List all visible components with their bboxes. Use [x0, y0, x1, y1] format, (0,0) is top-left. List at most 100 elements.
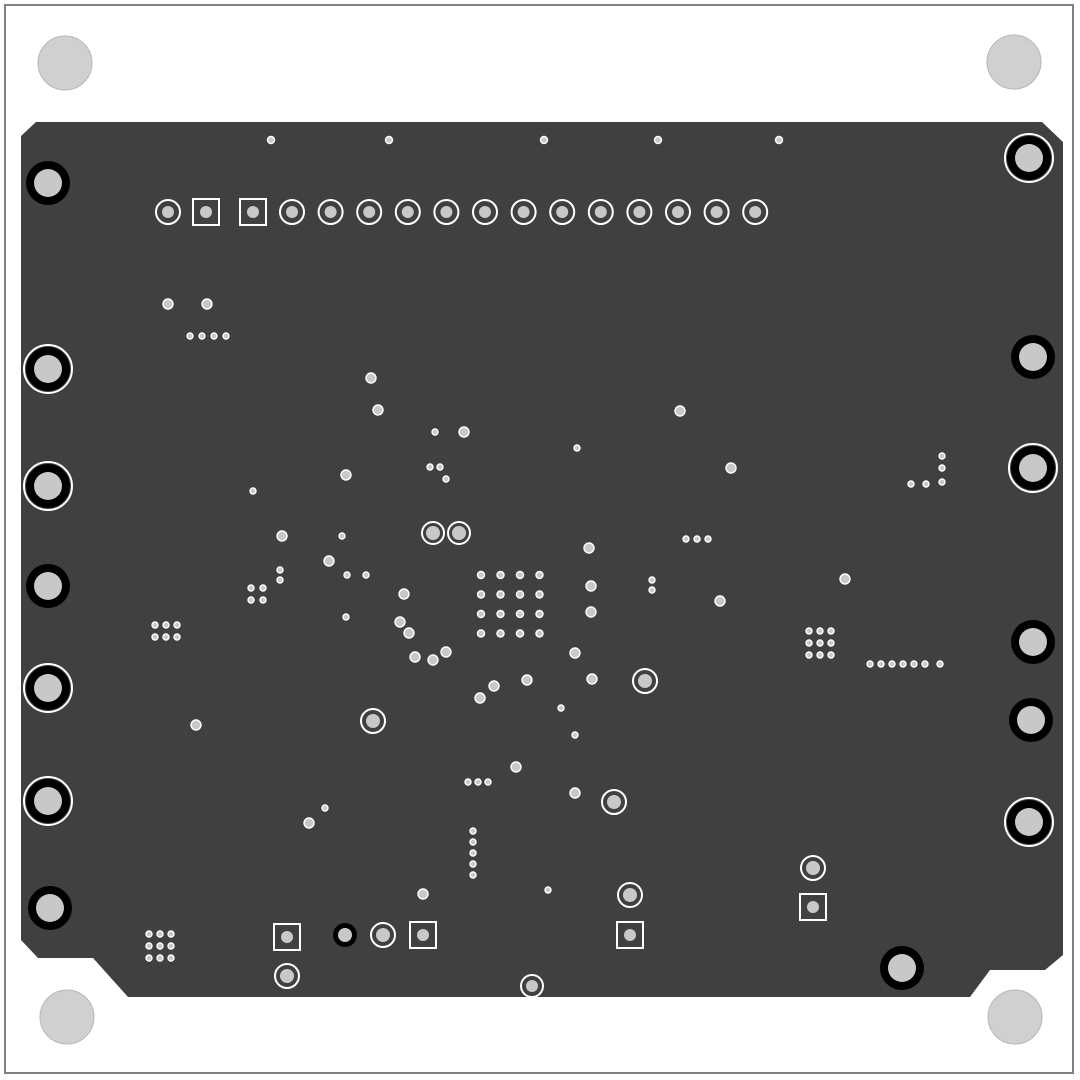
via: [544, 886, 552, 894]
through-hole-drill: [517, 206, 530, 218]
square-pad-drill: [417, 929, 429, 941]
via: [365, 372, 377, 384]
via: [173, 621, 181, 629]
through-hole-drill: [633, 206, 646, 218]
through-hole-drill: [286, 206, 298, 218]
via: [458, 426, 470, 438]
via: [496, 609, 505, 619]
via: [888, 660, 896, 668]
via: [151, 633, 159, 641]
square-pad: [273, 923, 301, 951]
via: [247, 584, 255, 592]
via: [476, 629, 486, 638]
via: [938, 464, 946, 472]
via: [156, 954, 164, 962]
via: [145, 954, 153, 962]
via: [674, 405, 686, 417]
via: [210, 332, 218, 340]
via: [827, 639, 835, 647]
hole-drill: [888, 954, 916, 982]
via: [535, 590, 544, 599]
via: [936, 660, 944, 668]
via: [496, 629, 505, 638]
via: [539, 135, 549, 145]
via: [474, 692, 486, 704]
via: [362, 571, 370, 579]
via: [145, 942, 153, 950]
hole-outline: [1004, 797, 1054, 847]
via: [476, 570, 486, 580]
via: [394, 616, 406, 628]
via: [938, 452, 946, 460]
via: [827, 651, 835, 659]
hole-drill: [1019, 454, 1047, 482]
copper-ground-pour: [21, 122, 1063, 997]
through-hole-drill: [749, 206, 762, 218]
via: [816, 639, 824, 647]
via: [156, 930, 164, 938]
via: [910, 660, 918, 668]
hole-outline: [23, 776, 73, 826]
via: [682, 535, 690, 543]
via: [585, 606, 597, 618]
square-pad-drill: [281, 931, 293, 943]
mounting-holes: [37, 34, 1043, 1045]
via: [145, 930, 153, 938]
via: [648, 576, 656, 584]
through-hole-drill: [366, 714, 380, 728]
hole-outline: [23, 663, 73, 713]
square-pad-drill: [200, 206, 212, 218]
via: [222, 332, 230, 340]
through-hole-drill: [162, 206, 174, 218]
via: [342, 613, 350, 621]
via: [827, 627, 835, 635]
hole-drill: [1017, 706, 1045, 734]
through-hole-drill: [623, 888, 637, 902]
via: [714, 595, 726, 607]
via: [321, 804, 329, 812]
through-hole-drill: [806, 861, 820, 875]
hole-drill: [1019, 343, 1047, 371]
via: [816, 651, 824, 659]
via: [162, 621, 170, 629]
via: [805, 627, 813, 635]
via: [585, 580, 597, 592]
square-pad-drill: [624, 929, 636, 941]
via: [338, 532, 346, 540]
via: [409, 651, 421, 663]
through-hole-drill: [440, 206, 453, 218]
through-hole-drill: [479, 206, 491, 218]
via: [173, 633, 181, 641]
via: [343, 571, 351, 579]
via: [774, 135, 784, 145]
mounting-hole-bottom-right: [987, 989, 1043, 1045]
via: [648, 586, 656, 594]
via: [938, 478, 946, 486]
via: [162, 633, 170, 641]
hole-drill: [1019, 628, 1047, 656]
via: [398, 588, 410, 600]
hole-drill: [1015, 808, 1043, 836]
via: [693, 535, 701, 543]
via: [474, 778, 482, 786]
via: [427, 654, 439, 666]
via: [569, 647, 581, 659]
hole-drill: [34, 355, 62, 383]
through-hole-drill: [556, 206, 569, 218]
through-hole-drill: [594, 206, 607, 218]
via: [907, 480, 915, 488]
board-features: [23, 133, 1058, 998]
via: [515, 609, 525, 619]
via: [476, 590, 486, 599]
via: [922, 480, 930, 488]
via: [571, 731, 579, 739]
via: [276, 530, 288, 542]
through-hole-drill: [426, 526, 440, 540]
hole-drill: [1015, 144, 1043, 172]
via: [469, 849, 477, 857]
via: [259, 596, 267, 604]
via: [469, 860, 477, 868]
through-hole-drill: [376, 928, 390, 942]
through-hole-drill: [710, 206, 723, 218]
